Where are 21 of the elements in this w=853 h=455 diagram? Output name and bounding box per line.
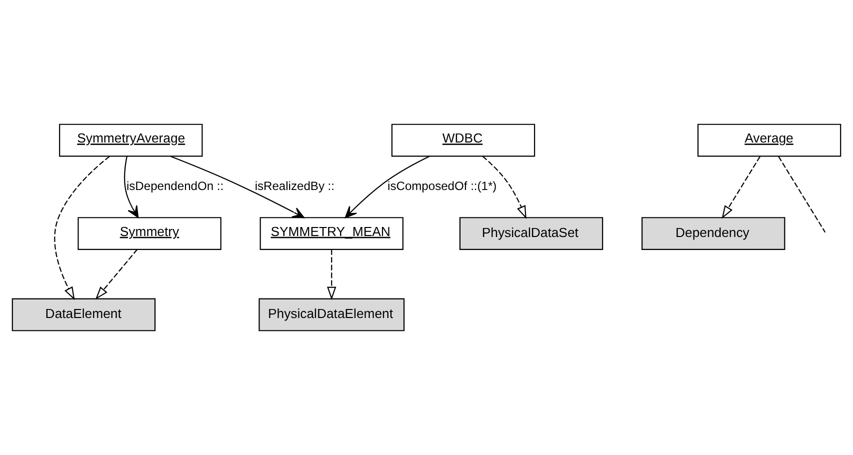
arrow — [170, 156, 304, 218]
arrow — [327, 249, 336, 300]
node-box: PhysicalDataSet — [459, 217, 604, 250]
node-box: SYMMETRY_MEAN — [260, 217, 404, 250]
node-box: DataElement — [12, 298, 156, 332]
edge-label: isDependendOn :: — [126, 178, 224, 193]
node-box: Dependency — [642, 217, 786, 250]
node-box: PhysicalDataElement — [258, 298, 405, 332]
node-box: SymmetryAverage — [59, 124, 203, 157]
arrow — [95, 249, 138, 300]
node-box: Average — [697, 124, 842, 157]
arrow — [54, 156, 110, 300]
connector — [778, 156, 826, 233]
arrow — [722, 156, 761, 219]
node-box: Symmetry — [78, 217, 222, 250]
arrow — [344, 156, 430, 218]
arrow — [482, 156, 526, 219]
node-box: WDBC — [391, 124, 536, 157]
edge-label: isComposedOf ::(1*) — [388, 178, 497, 193]
edge-label: isRealizedBy :: — [254, 178, 335, 193]
arrow — [124, 156, 139, 218]
